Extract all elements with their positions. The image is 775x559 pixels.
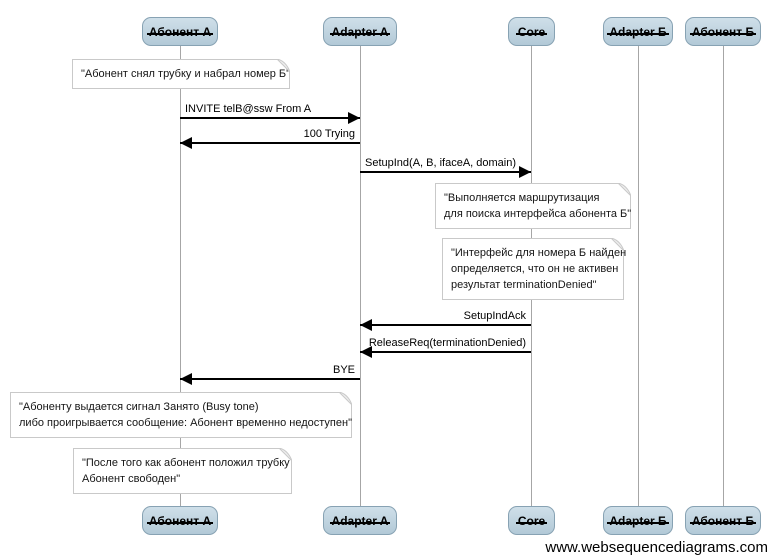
actor-top-core: Core	[508, 17, 555, 46]
message-100-trying: 100 Trying	[180, 127, 360, 149]
actor-top-adapter-b: Adapter Б	[603, 17, 673, 46]
note-abonent-a-busy-tone: "Абоненту выдается сигнал Занято (Busy t…	[10, 392, 352, 438]
message-label: BYE	[332, 364, 355, 376]
note-abonent-a-free: "После того как абонент положил трубку А…	[73, 448, 292, 494]
actor-label: Абонент А	[146, 513, 214, 528]
note-text: Абонент свободен"	[82, 473, 181, 485]
arrow-left-icon	[180, 373, 360, 385]
message-setupindack: SetupIndAck	[360, 309, 531, 331]
message-releasereq: ReleaseReq(terminationDenied)	[360, 336, 531, 358]
note-text: "Интерфейс для номера Б найден	[451, 247, 627, 259]
actor-bottom-abonent-b: Абонент Б	[685, 506, 761, 535]
note-text: "После того как абонент положил трубку	[82, 457, 290, 469]
actor-label: Adapter A	[329, 513, 391, 528]
message-invite: INVITE telB@ssw From A	[180, 102, 360, 124]
note-text: определяется, что он не активен	[451, 263, 619, 275]
actor-label: Adapter Б	[607, 24, 669, 39]
note-text: либо проигрывается сообщение: Абонент вр…	[19, 417, 352, 429]
actor-top-abonent-b: Абонент Б	[685, 17, 761, 46]
note-corner-fold-icon	[611, 238, 624, 251]
watermark: www.websequencediagrams.com	[545, 539, 768, 556]
actor-bottom-abonent-a: Абонент А	[142, 506, 218, 535]
note-text: результат terminationDenied"	[451, 279, 597, 291]
actor-label: Adapter A	[329, 24, 391, 39]
arrow-right-icon	[360, 166, 531, 178]
actor-label: Абонент Б	[689, 24, 757, 39]
note-core-interface-denied: "Интерфейс для номера Б найден определяе…	[442, 238, 627, 300]
message-label: INVITE telB@ssw From A	[185, 103, 312, 115]
note-core-routing: "Выполняется маршрутизация для поиска ин…	[435, 183, 631, 229]
note-corner-fold-icon	[277, 59, 290, 72]
note-text: для поиска интерфейса абонента Б"	[444, 208, 632, 220]
actor-label: Core	[515, 513, 548, 528]
actor-bottom-adapter-b: Adapter Б	[603, 506, 673, 535]
message-setupind: SetupInd(A, B, ifaceA, domain)	[360, 156, 531, 178]
actor-top-adapter-a: Adapter A	[323, 17, 397, 46]
message-label: ReleaseReq(terminationDenied)	[368, 337, 526, 349]
arrow-right-icon	[180, 112, 360, 124]
actor-bottom-adapter-a: Adapter A	[323, 506, 397, 535]
actor-label: Core	[515, 24, 548, 39]
actor-label: Абонент А	[146, 24, 214, 39]
message-label: 100 Trying	[303, 128, 355, 140]
lifeline-adapter-a	[360, 45, 361, 506]
actor-label: Adapter Б	[607, 513, 669, 528]
note-abonent-a-dialed: "Абонент снял трубку и набрал номер Б"	[72, 59, 290, 89]
note-text: "Выполняется маршрутизация	[444, 192, 600, 204]
actor-bottom-core: Core	[508, 506, 555, 535]
lifeline-abonent-b	[723, 45, 724, 506]
actor-top-abonent-a: Абонент А	[142, 17, 218, 46]
message-bye: BYE	[180, 363, 360, 385]
message-label: SetupIndAck	[463, 310, 526, 322]
message-label: SetupInd(A, B, ifaceA, domain)	[365, 157, 517, 169]
note-corner-fold-icon	[618, 183, 631, 196]
note-text: "Абоненту выдается сигнал Занято (Busy t…	[19, 401, 259, 413]
note-corner-fold-icon	[339, 392, 352, 405]
lifeline-abonent-a	[180, 45, 181, 506]
actor-label: Абонент Б	[689, 513, 757, 528]
arrow-left-icon	[360, 346, 531, 358]
note-corner-fold-icon	[279, 448, 292, 461]
lifeline-adapter-b	[638, 45, 639, 506]
note-text: "Абонент снял трубку и набрал номер Б"	[81, 68, 291, 80]
arrow-left-icon	[360, 319, 531, 331]
arrow-left-icon	[180, 137, 360, 149]
